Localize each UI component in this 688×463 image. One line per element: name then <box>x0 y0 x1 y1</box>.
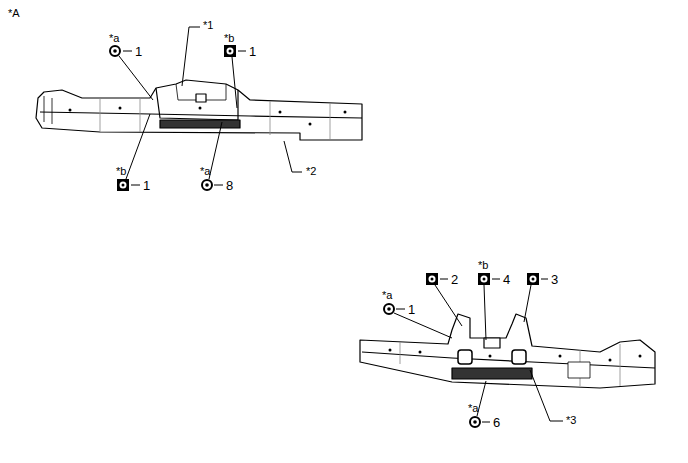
callout-number: 4 <box>503 273 510 286</box>
symbol-key: *b <box>224 33 234 44</box>
callout-number: 6 <box>493 416 500 429</box>
symbol-key: *b <box>478 260 488 271</box>
callout-number: 2 <box>451 273 458 286</box>
part-marker: *1 <box>203 20 213 31</box>
callout-number: 3 <box>551 273 558 286</box>
symbol-key: *a <box>200 166 210 177</box>
callout-number: 1 <box>135 45 142 58</box>
symbol-key: *a <box>109 33 119 44</box>
symbol-key: *b <box>116 166 126 177</box>
callout-number: 1 <box>249 45 256 58</box>
symbol-key: *a <box>382 290 392 301</box>
symbol-key: *a <box>468 403 478 414</box>
callout-number: 1 <box>143 179 150 192</box>
part-marker: *2 <box>306 166 316 177</box>
callout-number: 1 <box>408 303 415 316</box>
callout-number: 8 <box>226 179 233 192</box>
part-marker: *3 <box>566 415 576 426</box>
figure-letter: *A <box>8 8 20 19</box>
